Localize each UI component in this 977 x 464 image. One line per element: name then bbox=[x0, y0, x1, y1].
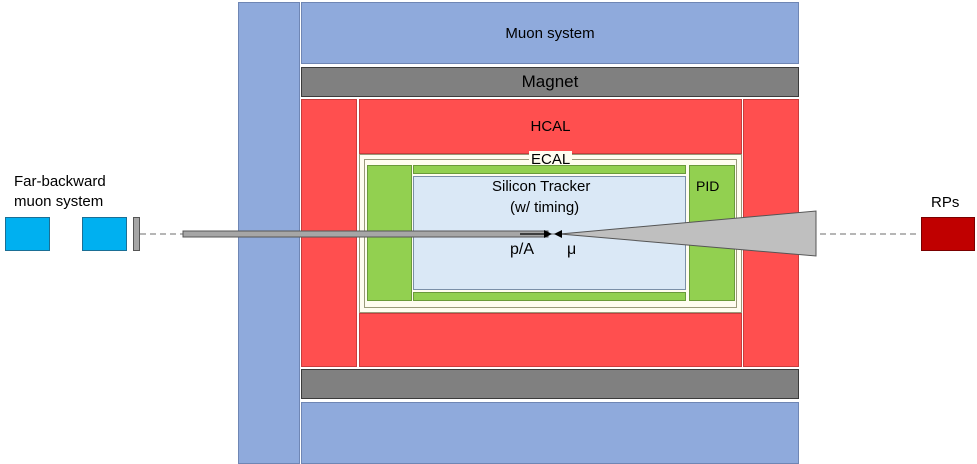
far-backward-label-line1: Far-backward bbox=[14, 173, 106, 190]
muon-arrow-head-icon bbox=[554, 230, 562, 238]
muon-system-bottom bbox=[301, 402, 799, 464]
hcal-top: HCAL bbox=[359, 99, 742, 154]
magnet-top: Magnet bbox=[301, 67, 799, 97]
muon-beam-cone bbox=[559, 210, 817, 257]
hcal-bottom bbox=[359, 313, 742, 367]
tracker-label-line2: (w/ timing) bbox=[510, 199, 580, 216]
far-backward-label-line2: muon system bbox=[14, 193, 104, 210]
proton-arrow-head-icon bbox=[544, 230, 552, 238]
far-backward-station-2 bbox=[82, 217, 127, 251]
far-backward-station-1 bbox=[5, 217, 50, 251]
muon-system-top: Muon system bbox=[301, 2, 799, 64]
hcal-label: HCAL bbox=[530, 118, 571, 135]
beam-left-label: p/A bbox=[510, 241, 535, 258]
proton-beam-pipe bbox=[182, 230, 549, 238]
tracker-label-line1: Silicon Tracker bbox=[492, 178, 591, 195]
ecal-bottom-strip bbox=[413, 292, 686, 301]
magnet-label: Magnet bbox=[521, 72, 579, 91]
pid-label: PID bbox=[696, 178, 720, 194]
magnet-bottom bbox=[301, 369, 799, 399]
far-backward-plate bbox=[133, 217, 140, 251]
beam-right-label: μ bbox=[567, 241, 577, 258]
ecal-top-strip bbox=[413, 165, 686, 174]
muon-system-label: Muon system bbox=[505, 24, 595, 42]
ecal-label: ECAL bbox=[529, 151, 573, 168]
rps-label: RPs bbox=[931, 194, 960, 211]
rps-block bbox=[921, 217, 975, 251]
